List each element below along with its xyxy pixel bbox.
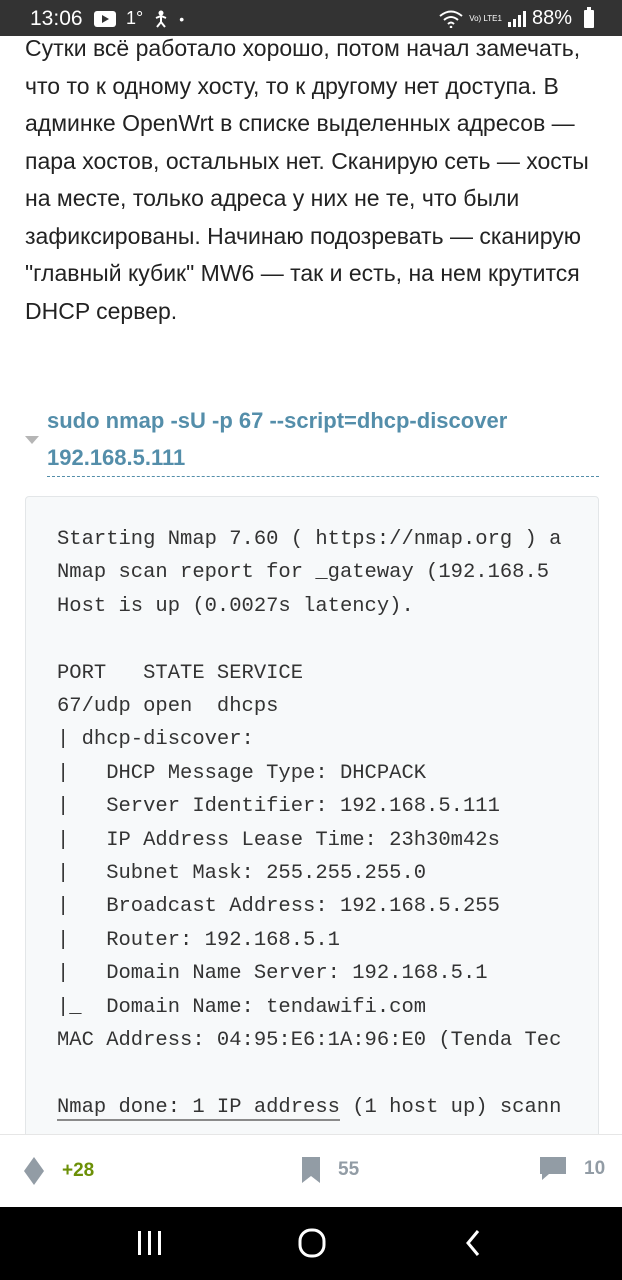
code-line: Starting Nmap 7.60 ( https://nmap.org ) …: [57, 528, 562, 551]
code-block: Starting Nmap 7.60 ( https://nmap.org ) …: [25, 496, 599, 1156]
status-temperature: 1°: [126, 8, 144, 28]
code-line: | dhcp-discover:: [57, 728, 254, 752]
wifi-icon: [439, 10, 463, 28]
code-line: |_ Domain Name: tendawifi.com: [57, 995, 427, 1019]
code-line: Nmap scan report for _gateway (192.168.5: [57, 561, 550, 585]
accessibility-icon: [155, 10, 167, 28]
code-line: | Domain Name Server: 192.168.5.1: [57, 962, 488, 986]
status-time: 13:06: [30, 7, 83, 30]
code-line: MAC Address: 04:95:E6:1A:96:E0 (Tenda Te…: [57, 1029, 562, 1052]
bookmark-button[interactable]: 55: [302, 1157, 359, 1183]
status-bar: 13:06 1° • Vo) LTE1 88%: [0, 0, 622, 36]
lte-indicator: Vo) LTE1: [469, 13, 502, 23]
media-icon: [94, 10, 116, 27]
back-icon[interactable]: [456, 1227, 492, 1259]
home-icon[interactable]: [294, 1227, 330, 1259]
code-line: PORT STATE SERVICE: [57, 661, 304, 685]
vote-button[interactable]: +28: [24, 1157, 94, 1185]
spoiler-toggle-icon[interactable]: [25, 436, 39, 444]
recent-apps-icon[interactable]: [132, 1227, 168, 1259]
vote-count: +28: [62, 1160, 95, 1181]
spoiler-title[interactable]: sudo nmap -sU -p 67 --script=dhcp-discov…: [47, 402, 599, 477]
code-line: | Router: 192.168.5.1: [57, 928, 340, 952]
code-line: Host is up (0.0027s latency).: [57, 594, 414, 618]
code-line: | Broadcast Address: 192.168.5.255: [57, 895, 500, 919]
battery-icon: [584, 6, 594, 28]
code-line: | Subnet Mask: 255.255.255.0: [57, 862, 427, 885]
code-line-last: Nmap done: 1 IP address (1 host up) scan…: [57, 1091, 561, 1124]
code-line: 67/udp open dhcps: [57, 695, 279, 718]
signal-icon: [507, 10, 526, 27]
comment-icon[interactable]: [540, 1157, 566, 1181]
bookmark-count: 55: [338, 1159, 360, 1180]
status-left-icons: 1° •: [94, 8, 184, 29]
article-paragraph: Сутки всё работало хорошо, потом начал з…: [25, 35, 589, 324]
spoiler[interactable]: sudo nmap -sU -p 67 --script=dhcp-discov…: [25, 402, 599, 477]
post-actions-bar: +28 55 10: [0, 1134, 622, 1207]
notification-dot-icon: •: [179, 10, 185, 27]
comment-count: 10: [584, 1158, 606, 1179]
battery-percent: 88%: [531, 7, 572, 29]
system-nav-bar: [0, 1207, 622, 1280]
comments-button[interactable]: 10: [540, 1157, 605, 1181]
vote-diamond-icon[interactable]: [24, 1157, 44, 1185]
bookmark-icon[interactable]: [302, 1157, 320, 1183]
code-line: | Server Identifier: 192.168.5.111: [57, 795, 500, 819]
code-line: | IP Address Lease Time: 23h30m42s: [57, 828, 500, 852]
code-rest-text: (1 host up) scann: [339, 1095, 562, 1119]
status-right-icons: Vo) LTE1 88%: [439, 6, 594, 30]
code-underlined-text: Nmap done: 1 IP address: [57, 1095, 340, 1121]
code-line: | DHCP Message Type: DHCPACK: [57, 761, 427, 785]
